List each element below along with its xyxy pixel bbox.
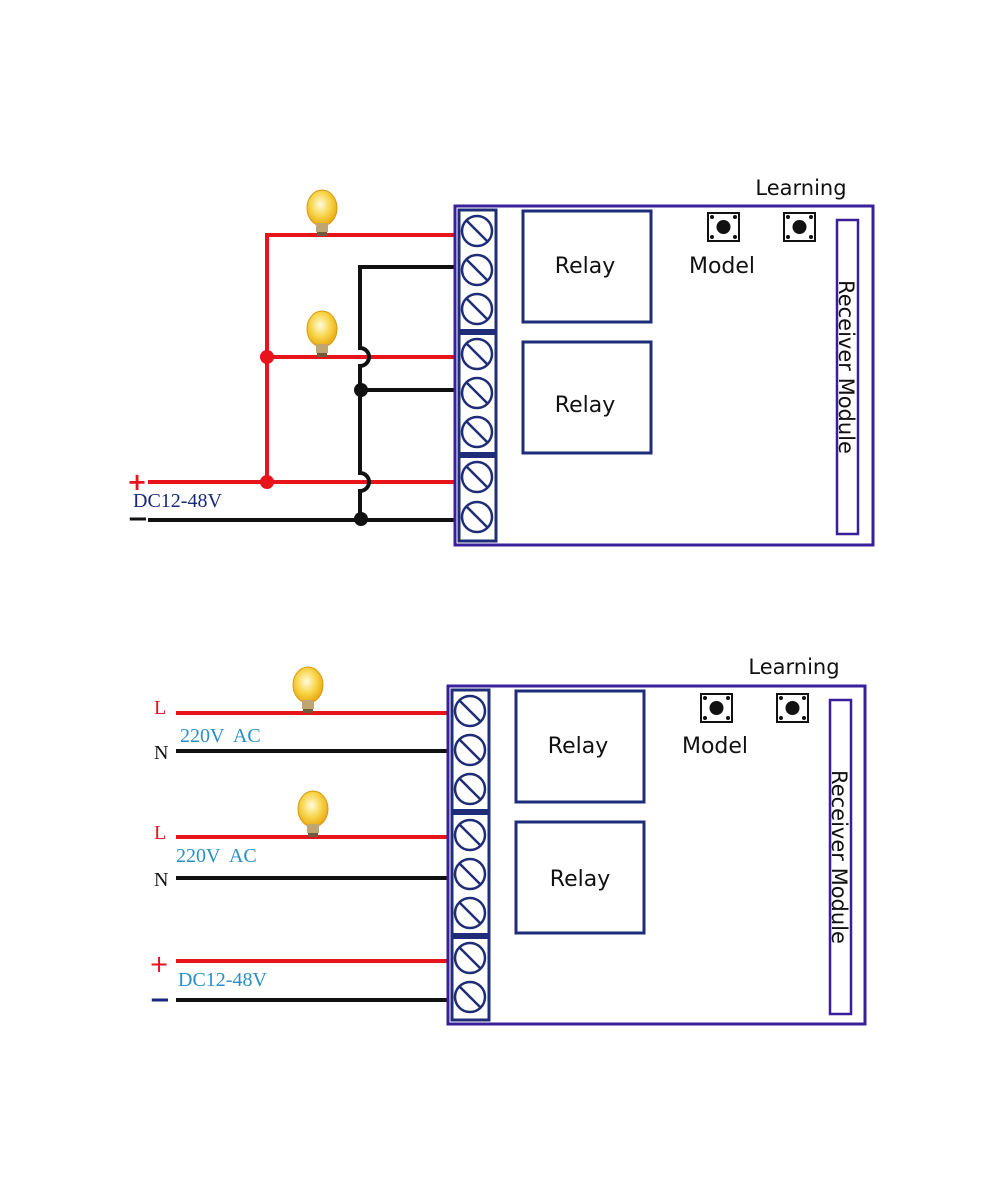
- bottom-screw-terminals: [453, 694, 487, 1014]
- top-black-bus-vertical: [358, 265, 371, 520]
- screw-terminal-icon: [460, 337, 494, 371]
- top-junction-red-2: [260, 475, 274, 489]
- bottom-module-label: Receiver Module: [827, 770, 851, 944]
- push-button-icon: [783, 212, 816, 242]
- top-positive-wires: [148, 233, 462, 484]
- top-relay-2: [521, 340, 653, 455]
- bottom-n2-label: N: [154, 869, 168, 891]
- bottom-relay-2-label: Relay: [550, 867, 610, 892]
- screw-terminal-icon: [453, 896, 487, 930]
- bottom-module-board: [446, 684, 867, 1026]
- top-junction-black-2: [354, 512, 368, 526]
- screw-terminal-icon: [453, 818, 487, 852]
- top-plus-label: +: [127, 468, 147, 496]
- bulb-icon: [306, 189, 338, 236]
- top-label-strip: [835, 218, 860, 536]
- bottom-minus-label: −: [149, 985, 171, 1015]
- bottom-voltage-label: DC12-48V: [178, 969, 267, 991]
- bottom-l2-label: L: [154, 822, 166, 844]
- screw-terminal-icon: [453, 733, 487, 767]
- screw-terminal-icon: [460, 415, 494, 449]
- bottom-model-label: Model: [682, 734, 748, 759]
- bottom-l1-label: L: [154, 697, 166, 719]
- bottom-diagram: L 220V AC N L 220V AC N + DC12-48V −: [149, 655, 867, 1026]
- push-button-icon: [707, 212, 740, 242]
- screw-terminal-icon: [460, 292, 494, 326]
- screw-terminal-icon: [453, 772, 487, 806]
- screw-terminal-icon: [460, 214, 494, 248]
- top-relay-1: [521, 209, 653, 324]
- top-junction-black-1: [354, 383, 368, 397]
- top-negative-wires: [148, 265, 462, 522]
- bottom-relay-2: [514, 820, 646, 935]
- screw-terminal-icon: [460, 253, 494, 287]
- bulb-icon: [306, 310, 338, 357]
- bulb-icon: [297, 790, 329, 837]
- bottom-ac2-label: 220V AC: [176, 845, 257, 867]
- top-diagram: + DC12-48V − Relay Relay: [127, 176, 875, 547]
- bottom-ac1-label: 220V AC: [180, 725, 261, 747]
- top-module-board: [453, 204, 875, 547]
- bottom-label-strip: [828, 698, 853, 1016]
- bottom-relay-1-label: Relay: [548, 734, 608, 759]
- top-module-label: Receiver Module: [834, 280, 858, 454]
- screw-terminal-icon: [453, 941, 487, 975]
- bottom-relay-1: [514, 689, 646, 804]
- top-junction-red-1: [260, 350, 274, 364]
- top-model-label: Model: [689, 254, 755, 279]
- top-relay-2-label: Relay: [555, 393, 615, 418]
- bulb-icon: [292, 666, 324, 713]
- bottom-n1-label: N: [154, 742, 168, 764]
- screw-terminal-icon: [453, 694, 487, 728]
- top-learning-label: Learning: [755, 176, 846, 200]
- bottom-plus-label: +: [149, 950, 169, 978]
- screw-terminal-icon: [460, 460, 494, 494]
- screw-terminal-icon: [453, 857, 487, 891]
- top-screw-terminals: [460, 214, 494, 534]
- screw-terminal-icon: [460, 500, 494, 534]
- screw-terminal-icon: [460, 376, 494, 410]
- top-minus-label: −: [127, 504, 149, 534]
- top-voltage-label: DC12-48V: [133, 490, 222, 512]
- push-button-icon: [776, 693, 809, 723]
- top-relay-1-label: Relay: [555, 254, 615, 279]
- bottom-negative-wires: [176, 749, 454, 1002]
- push-button-icon: [700, 693, 733, 723]
- screw-terminal-icon: [453, 980, 487, 1014]
- bottom-learning-label: Learning: [748, 655, 839, 679]
